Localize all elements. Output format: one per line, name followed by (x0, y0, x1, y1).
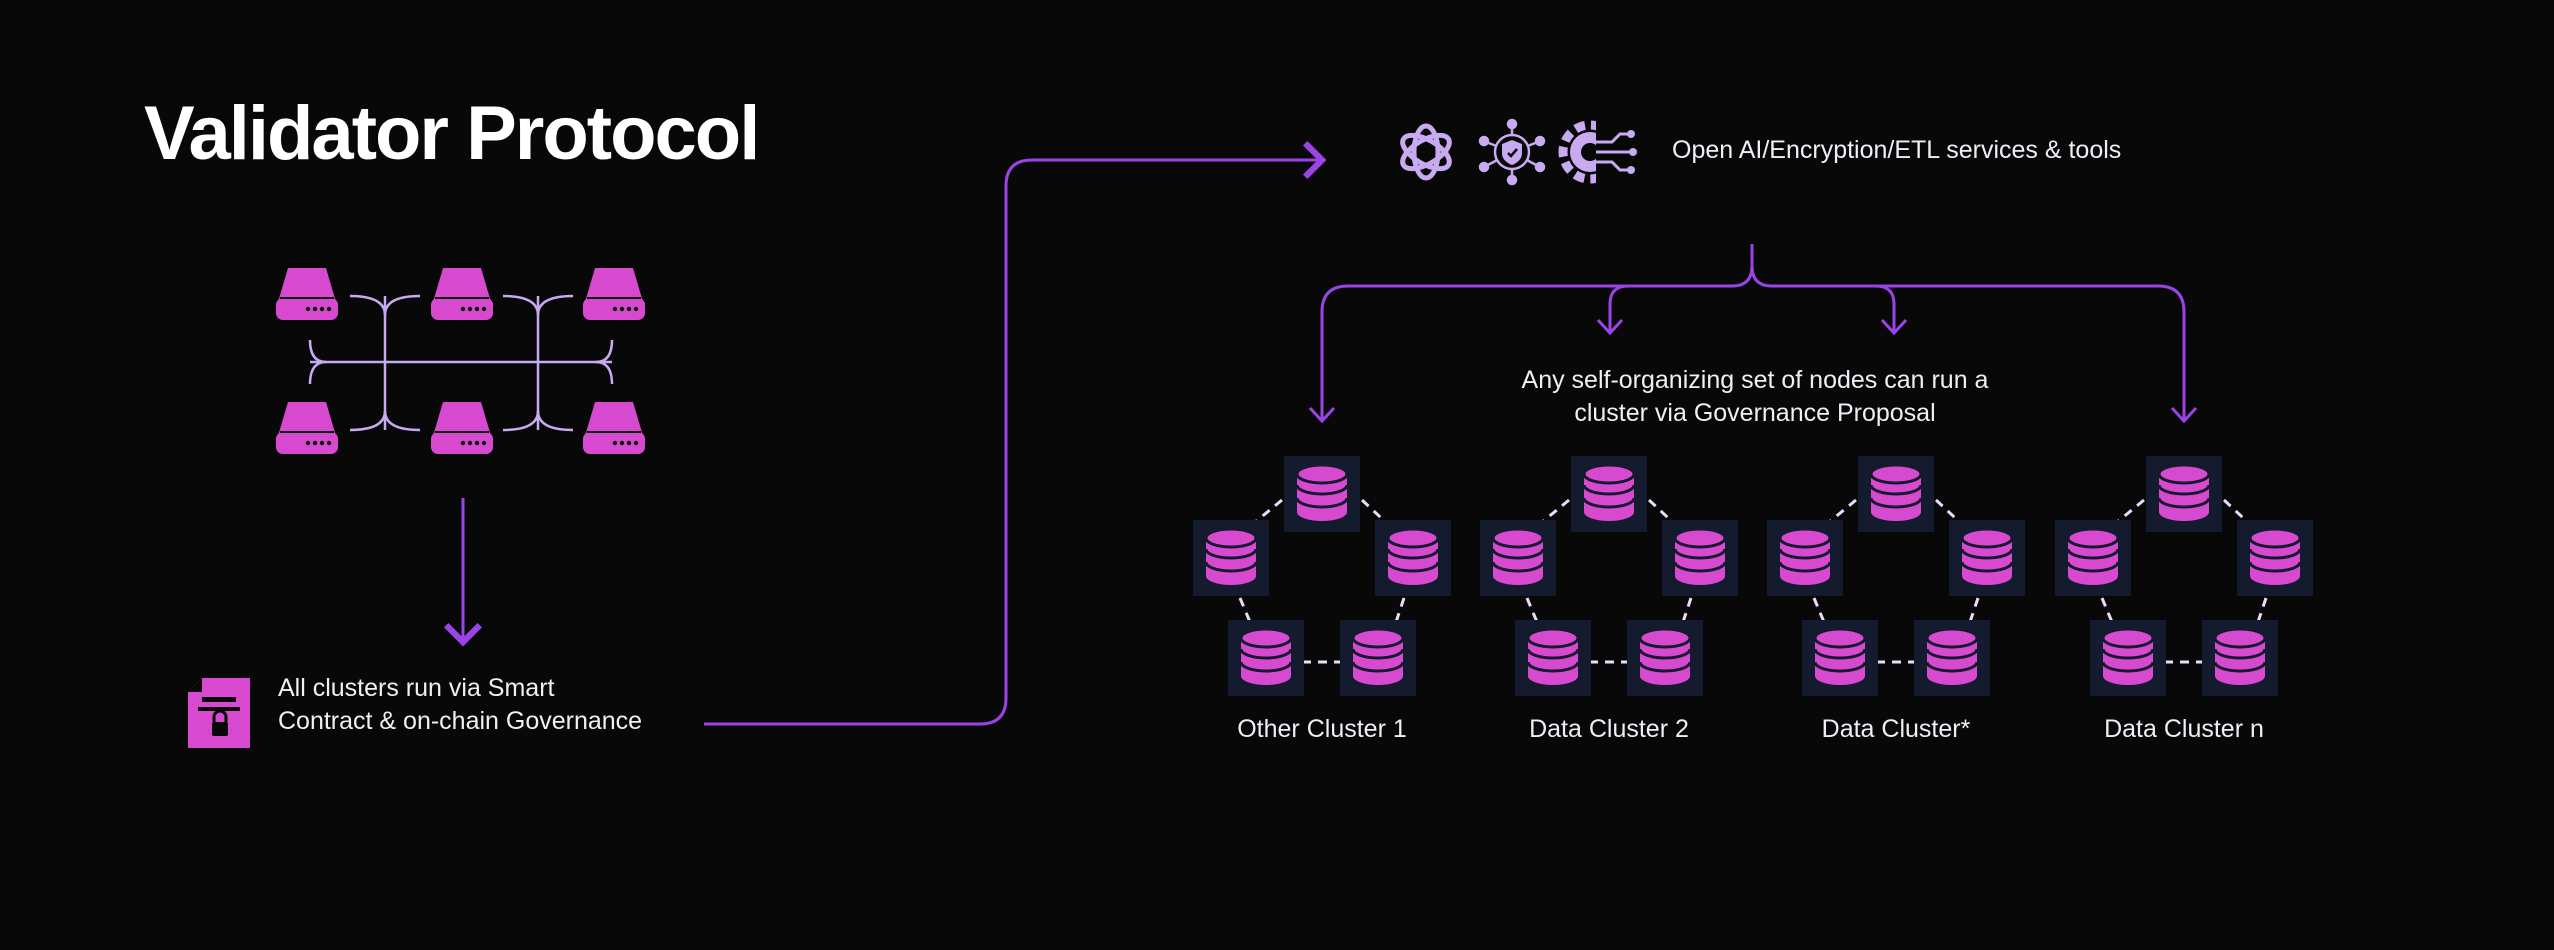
database-node-icon (1858, 456, 1934, 532)
database-node-icon (1914, 620, 1990, 696)
smart-contract-caption-line: All clusters run via Smart (278, 674, 555, 702)
cluster-data-n (2055, 456, 2313, 696)
cluster-label: Data Cluster 2 (1529, 715, 1689, 743)
database-node-icon (2055, 520, 2131, 596)
smart-contract-caption: All clusters run via Smart Contract & on… (278, 672, 642, 738)
database-node-icon (1802, 620, 1878, 696)
validator-grid (275, 267, 646, 455)
database-node-icon (1571, 456, 1647, 532)
validator-server-icon (275, 267, 339, 321)
cluster-label: Data Cluster n (2104, 715, 2264, 743)
database-node-icon (1375, 520, 1451, 596)
database-node-icon (1193, 520, 1269, 596)
governance-to-services-connector (704, 140, 1327, 726)
database-node-icon (1662, 520, 1738, 596)
database-node-icon (1515, 620, 1591, 696)
governance-caption-line: cluster via Governance Proposal (1574, 399, 1936, 427)
smart-contract-caption-line: Contract & on-chain Governance (278, 707, 643, 735)
cluster-other-1 (1193, 456, 1451, 696)
database-node-icon (1480, 520, 1556, 596)
database-node-icon (1284, 456, 1360, 532)
database-node-icon (1627, 620, 1703, 696)
validator-connectors (308, 294, 614, 432)
ai-knot-icon (1400, 123, 1452, 181)
validator-server-icon (430, 401, 494, 455)
cluster-label: Other Cluster 1 (1237, 715, 1407, 743)
gear-circuit-icon (1558, 116, 1637, 188)
cluster-label: Data Cluster* (1821, 715, 1971, 743)
validator-server-icon (582, 267, 646, 321)
database-node-icon (1949, 520, 2025, 596)
cluster-data-star (1767, 456, 2025, 696)
shield-network-icon (1478, 118, 1546, 186)
database-node-icon (2090, 620, 2166, 696)
database-node-icon (2146, 456, 2222, 532)
governance-caption: Any self-organizing set of nodes can run… (1440, 364, 2070, 430)
page-title: Validator Protocol (144, 91, 760, 176)
governance-caption-line: Any self-organizing set of nodes can run… (1521, 366, 1989, 394)
database-node-icon (1767, 520, 1843, 596)
distribution-brace (1308, 244, 2198, 424)
validator-server-icon (430, 267, 494, 321)
database-node-icon (1228, 620, 1304, 696)
cluster-data-2 (1480, 456, 1738, 696)
validator-server-icon (582, 401, 646, 455)
database-node-icon (2202, 620, 2278, 696)
smart-contract-lock-icon (188, 678, 250, 748)
database-node-icon (2237, 520, 2313, 596)
validator-server-icon (275, 401, 339, 455)
services-caption: Open AI/Encryption/ETL services & tools (1672, 136, 2122, 164)
database-node-icon (1340, 620, 1416, 696)
